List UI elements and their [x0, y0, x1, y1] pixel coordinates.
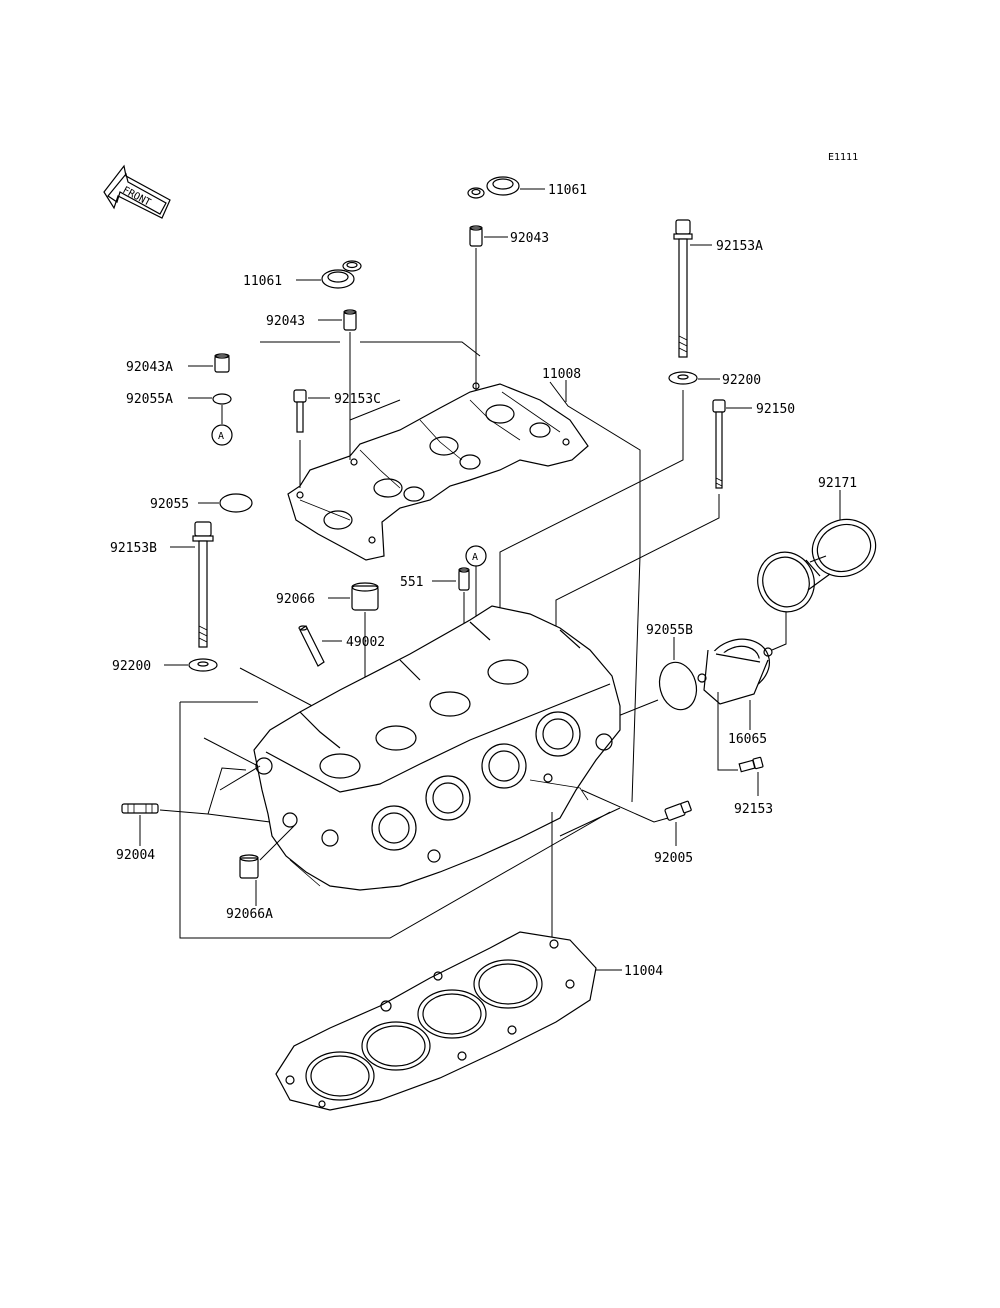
bolt-92153A [673, 219, 693, 358]
front-arrow-icon: FRONT [103, 164, 171, 219]
svg-text:A: A [472, 552, 478, 563]
svg-text:A: A [218, 431, 224, 442]
label-92005: 92005 [654, 851, 693, 866]
label-92150: 92150 [756, 402, 795, 417]
bolt-92150 [712, 399, 726, 489]
part-92043-left [343, 309, 357, 331]
label-92004: 92004 [116, 848, 155, 863]
label-16065: 16065 [728, 732, 767, 747]
oring-92055A [212, 393, 232, 405]
ref-marker-a-upper: A [211, 424, 233, 446]
bolt-92153B [192, 521, 214, 648]
label-49002: 49002 [346, 635, 385, 650]
washer-92200-left [188, 658, 218, 672]
bolt-92153C [293, 389, 307, 433]
cylinder-head [253, 605, 621, 891]
label-92055A: 92055A [126, 392, 173, 407]
part-49002 [298, 625, 325, 667]
part-92066A [239, 854, 259, 879]
label-11061-left: 11061 [243, 274, 282, 289]
cap-92171 [757, 518, 877, 613]
fitting-92005 [664, 800, 692, 821]
bolt-92153 [738, 756, 764, 773]
label-92066A: 92066A [226, 907, 273, 922]
part-92043-top [469, 225, 483, 247]
label-92055B: 92055B [646, 623, 693, 638]
label-92043-top: 92043 [510, 231, 549, 246]
diagram-code: E1111 [828, 152, 858, 163]
dowel-551 [458, 567, 470, 591]
label-92055: 92055 [150, 497, 189, 512]
label-92171: 92171 [818, 476, 857, 491]
washer-92200-right [668, 371, 698, 385]
label-551: 551 [400, 575, 423, 590]
ref-marker-a-lower: A [465, 545, 487, 567]
label-11008: 11008 [542, 367, 581, 382]
label-92153: 92153 [734, 802, 773, 817]
oring-92055B [658, 661, 698, 711]
part-92043A [214, 353, 230, 373]
label-92153C: 92153C [334, 392, 381, 407]
label-92153B: 92153B [110, 541, 157, 556]
label-11061-top: 11061 [548, 183, 587, 198]
label-92200-right: 92200 [722, 373, 761, 388]
label-92043-left: 92043 [266, 314, 305, 329]
part-92066 [351, 582, 379, 611]
label-92153A: 92153A [716, 239, 763, 254]
housing-16065 [697, 638, 773, 705]
part-11061-top [467, 176, 520, 199]
label-92043A: 92043A [126, 360, 173, 375]
label-92066: 92066 [276, 592, 315, 607]
oring-92055 [219, 493, 253, 513]
label-11004: 11004 [624, 964, 663, 979]
label-92200-left: 92200 [112, 659, 151, 674]
camshaft-holder-11008 [287, 382, 589, 561]
part-11061-left [321, 260, 362, 289]
stud-92004 [121, 803, 159, 814]
head-gasket-11004 [275, 931, 597, 1111]
